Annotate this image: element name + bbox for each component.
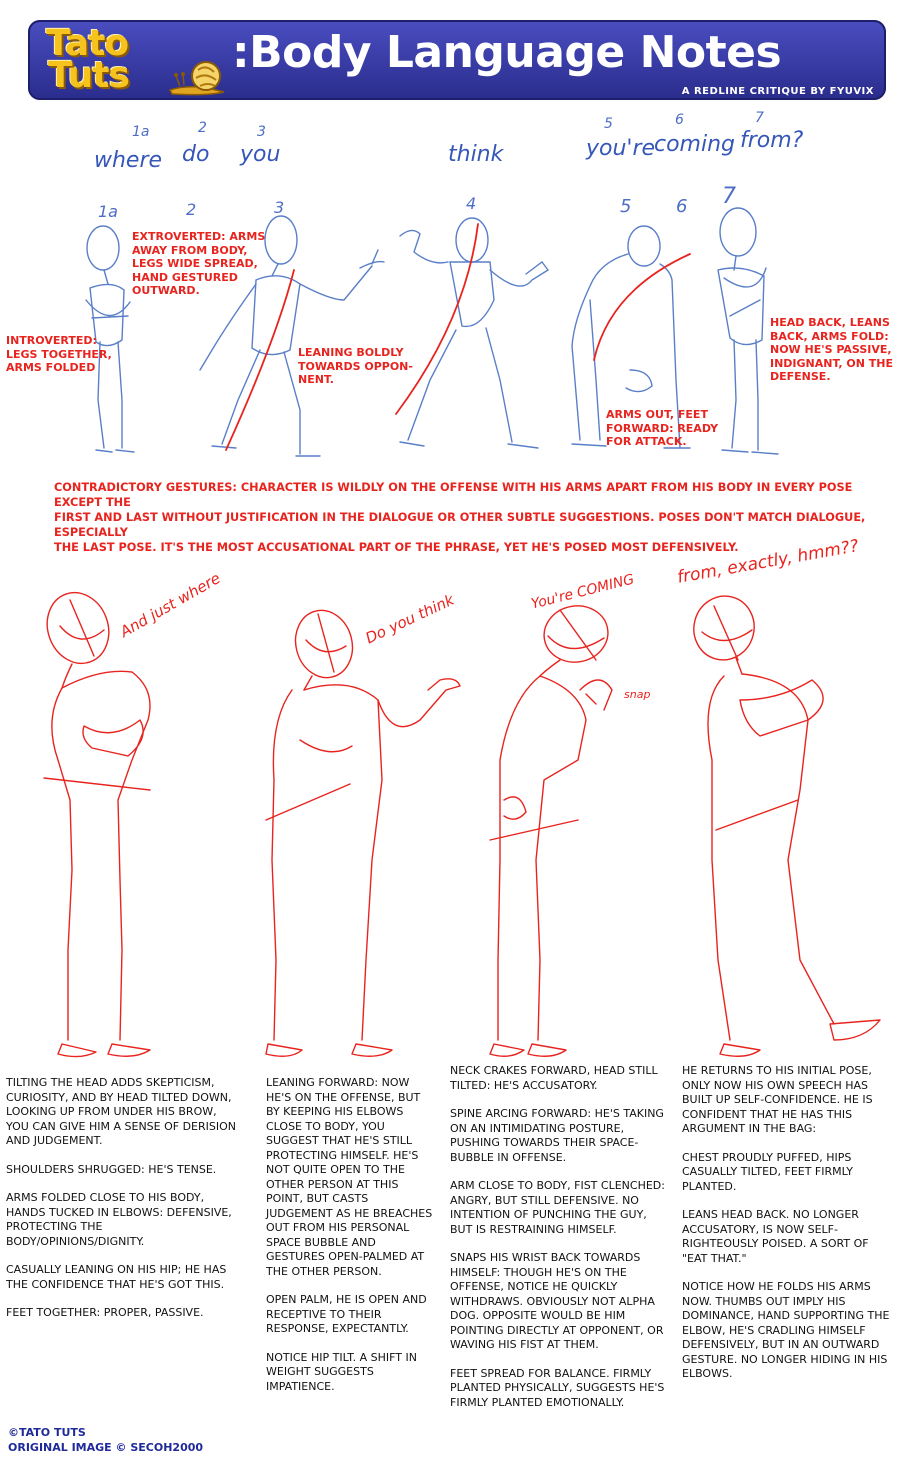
notes-column-3: Neck crakes forward, head still tilted: … [450,1064,666,1424]
dialogue-word: you [240,142,281,167]
note-extroverted: Extroverted: arms away from body, legs w… [132,230,266,297]
title-banner [28,20,886,100]
sketch-figure-2 [199,215,385,457]
notes-column-1: Tilting the head adds skepticism, curios… [6,1076,242,1335]
note-paragraph: Feet spread for balance. Firmly planted … [450,1366,665,1409]
note-paragraph: Tilting the head adds skepticism, curios… [6,1076,237,1147]
note-paragraph: Arm close to body, fist clenched: angry,… [450,1179,665,1236]
dialogue-word: think [448,142,504,167]
credit-line-2: ORIGINAL IMAGE © SECOH2000 [8,1441,204,1454]
red-figure-4 [693,595,881,1057]
note-paragraph: Arms folded close to his body, hands tuc… [6,1191,232,1248]
note-paragraph: Leans head back. No longer accusatory, i… [682,1208,869,1265]
note-paragraph: Notice hip tilt. A shift in weight sugge… [266,1350,417,1393]
note-paragraph: Notice how he folds his arms now. Thumbs… [682,1280,890,1380]
logo-tuts: Tuts [48,55,130,96]
notes-column-4: He returns to his initial pose, only now… [682,1064,890,1396]
logo-tato: Tato [46,23,129,64]
sketch-figure-7 [717,207,779,455]
word-number: 5 [604,116,613,132]
note-paragraph: Shoulders shrugged: he's tense. [6,1162,217,1176]
credit-line-1: ©TATO TUTS [8,1426,86,1439]
note-head-back: Head back, leans back, arms fold: now he… [770,316,894,383]
line-of-action-4 [395,223,479,415]
note-paragraph: Neck crakes forward, head still tilted: … [450,1064,658,1092]
note-paragraph: Feet together: proper, passive. [6,1306,204,1319]
word-number: 1a [132,124,150,140]
red-figure-3 [489,605,613,1057]
dialogue-word: where [94,148,163,173]
note-paragraph: Chest proudly puffed, hips casually tilt… [682,1150,854,1193]
word-number: 6 [675,112,684,128]
dialogue-word: coming [654,132,736,157]
note-arms-out: Arms out, feet forward: ready for attack… [606,408,719,448]
sketch-figure-5-6 [571,225,691,449]
note-introverted: Introverted: legs together, arms folded [6,334,112,374]
red-figure-1 [43,591,151,1058]
line-of-action-2 [225,269,295,451]
pose-number: 1a [98,202,118,221]
note-paragraph: Snaps his wrist back towards himself: th… [450,1251,664,1351]
dialogue-word: you're [586,136,656,161]
snap-label: snap [624,688,651,701]
pose-number: 2 [186,200,197,219]
line-of-action-6 [593,253,691,361]
note-paragraph: Spine arcing forward: he's taking on an … [450,1107,664,1164]
red-figure-2 [265,609,461,1057]
note-leaning: Leaning boldly towards oppon- nent. [298,346,413,386]
word-number: 7 [755,110,764,126]
note-paragraph: Open palm, he is open and receptive to t… [266,1293,427,1335]
sketch-figure-3 [399,217,550,449]
pose-number: 7 [722,184,736,209]
word-number: 3 [257,124,266,140]
pose-number: 5 [620,196,632,217]
note-paragraph: Leaning forward: now he's on the offense… [266,1076,433,1278]
notes-column-2: Leaning forward: now he's on the offense… [266,1076,434,1408]
blue-sketch-figures [85,207,779,457]
page-title: :Body Language Notes [232,27,782,78]
sketch-figure-1 [85,225,135,453]
note-contradictory: Contradictory gestures: character is wil… [54,481,866,554]
word-number: 2 [198,120,207,136]
pose-number: 4 [466,194,477,213]
pose-number: 6 [676,196,688,217]
note-paragraph: He returns to his initial pose, only now… [682,1064,873,1135]
dialogue-word: from? [740,128,804,153]
note-paragraph: Casually leaning on his hip; he has the … [6,1263,227,1291]
dialogue-word: do [182,142,210,167]
pose-number: 3 [274,198,285,217]
byline: A REDLINE CRITIQUE BY FYUVIX [681,86,874,97]
snail-logo-icon [168,61,225,96]
